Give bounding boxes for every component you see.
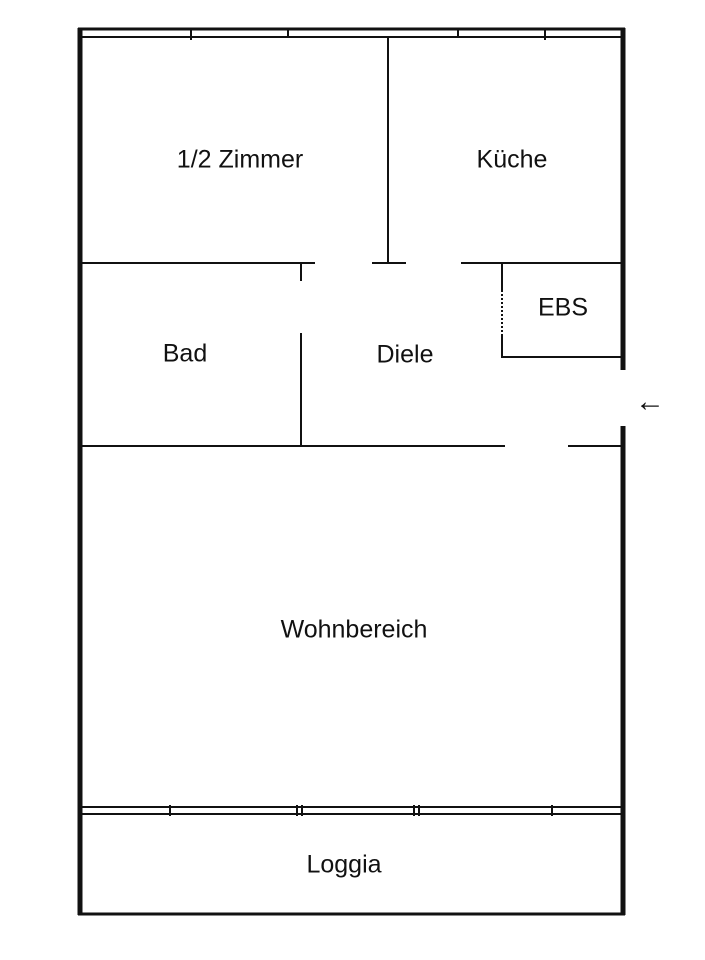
room-label-half-room: 1/2 Zimmer [176,145,304,174]
room-label-loggia: Loggia [306,850,382,879]
room-label-ebs: EBS [537,293,589,322]
room-label-hallway: Diele [376,340,434,369]
room-label-bathroom: Bad [162,339,208,368]
room-label-living: Wohnbereich [280,615,428,644]
arrow-left-icon: ← [635,385,665,418]
room-label-kitchen: Küche [476,145,548,174]
